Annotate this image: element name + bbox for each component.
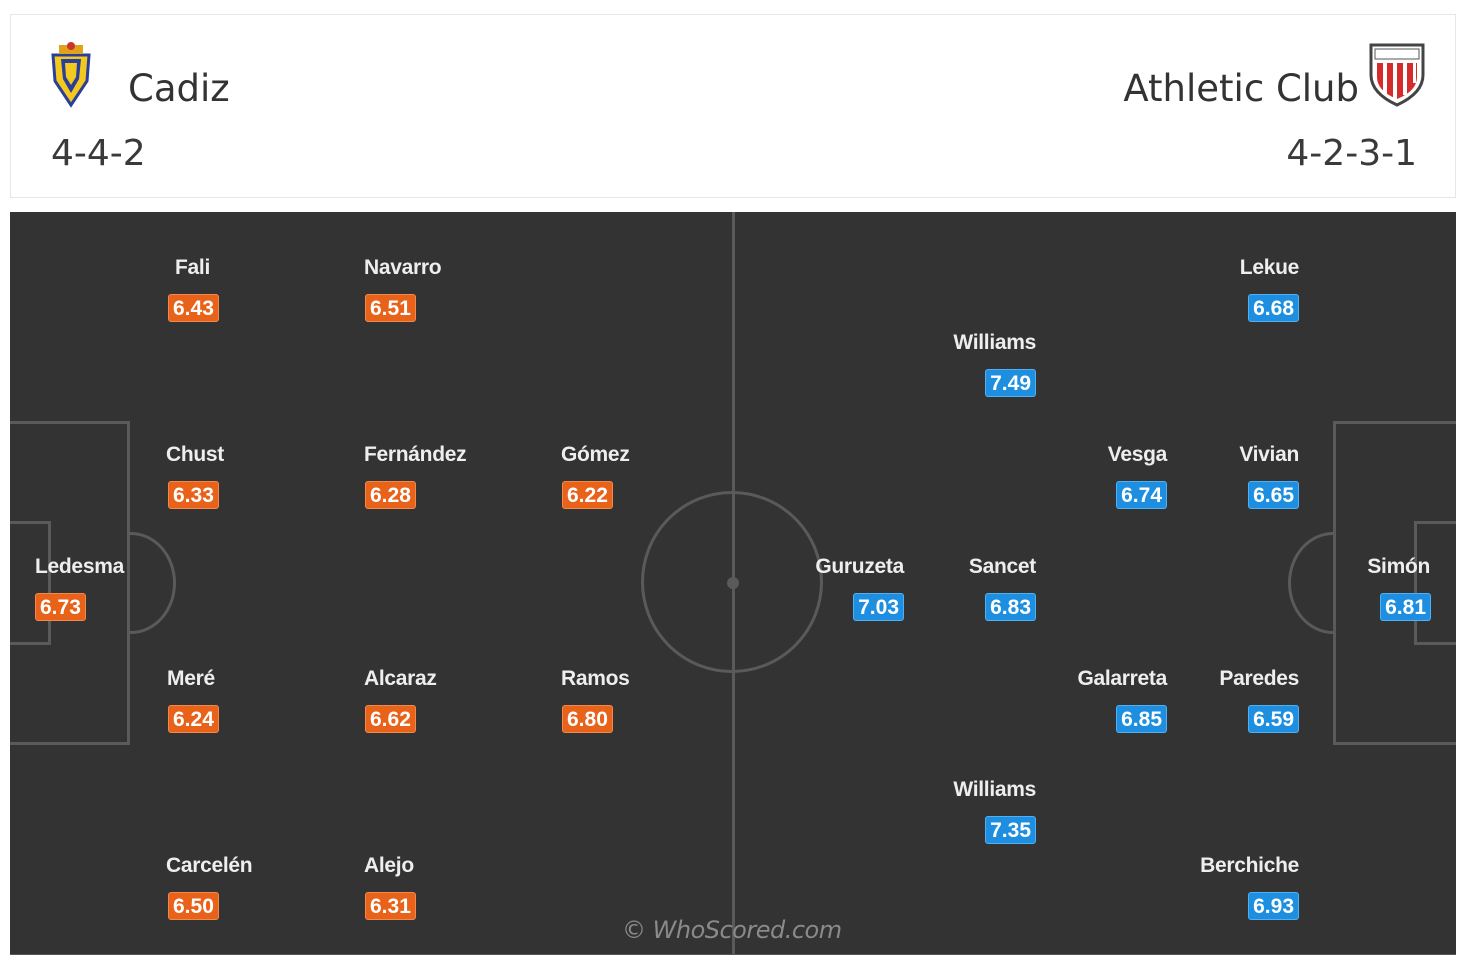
player-name: Ledesma <box>35 555 124 578</box>
athletic-club-crest-icon[interactable] <box>1367 41 1427 107</box>
player-card[interactable]: Chust <box>166 443 224 467</box>
player-name: Vivian <box>1239 443 1299 466</box>
right-goal-area <box>1414 521 1456 645</box>
player-name: Alejo <box>364 854 414 877</box>
player-rating-badge: 6.73 <box>35 593 86 621</box>
cadiz-crest-icon[interactable] <box>47 41 95 109</box>
player-rating-badge: 6.83 <box>985 593 1036 621</box>
player-rating-badge: 6.85 <box>1116 705 1167 733</box>
player-name: Vesga <box>1107 443 1168 466</box>
player-rating-badge: 7.35 <box>985 816 1036 844</box>
center-circle <box>641 491 823 673</box>
player-card[interactable]: Carcelén <box>166 854 253 878</box>
whoscored-watermark: © WhoScored.com <box>622 916 842 944</box>
player-card[interactable]: Ramos <box>561 667 630 691</box>
player-rating-badge: 6.51 <box>365 294 416 322</box>
player-card[interactable]: Vesga <box>1107 443 1168 467</box>
left-goal-area <box>10 521 51 645</box>
player-rating-badge: 6.68 <box>1248 294 1299 322</box>
player-card[interactable]: Alcaraz <box>364 667 437 691</box>
center-spot <box>727 577 739 589</box>
player-card[interactable]: Navarro <box>364 256 442 280</box>
player-name: Paredes <box>1219 667 1299 690</box>
player-rating-badge: 7.03 <box>853 593 904 621</box>
player-name: Ramos <box>561 667 630 690</box>
player-rating-badge: 7.49 <box>985 369 1036 397</box>
player-name: Navarro <box>364 256 442 279</box>
player-rating-badge: 6.22 <box>562 481 613 509</box>
player-rating-badge: 6.62 <box>365 705 416 733</box>
player-rating-badge: 6.33 <box>168 481 219 509</box>
player-card[interactable]: Lekue <box>1239 256 1300 280</box>
player-name: Alcaraz <box>364 667 437 690</box>
player-name: Berchiche <box>1200 854 1299 877</box>
player-card[interactable]: Berchiche <box>1200 854 1299 878</box>
player-rating-badge: 6.59 <box>1248 705 1299 733</box>
player-name: Williams <box>953 778 1036 801</box>
player-card[interactable]: Gómez <box>561 443 630 467</box>
player-card[interactable]: Fali <box>175 256 210 280</box>
player-name: Fali <box>175 256 210 279</box>
player-name: Carcelén <box>166 854 253 877</box>
player-rating-badge: 6.93 <box>1248 892 1299 920</box>
player-rating-badge: 6.43 <box>168 294 219 322</box>
player-card[interactable]: Fernández <box>364 443 467 467</box>
player-name: Meré <box>167 667 215 690</box>
player-rating-badge: 6.81 <box>1380 593 1431 621</box>
away-formation: 4-2-3-1 <box>1286 133 1417 174</box>
player-name: Fernández <box>364 443 467 466</box>
player-card[interactable]: Galarreta <box>1077 667 1167 691</box>
player-name: Simón <box>1367 555 1430 578</box>
match-header: Cadiz 4-4-2 Athletic Club 4-2-3-1 <box>10 14 1456 198</box>
player-name: Galarreta <box>1077 667 1167 690</box>
player-name: Lekue <box>1239 256 1300 279</box>
away-team-name[interactable]: Athletic Club <box>1123 67 1359 110</box>
player-rating-badge: 6.80 <box>562 705 613 733</box>
player-card[interactable]: Paredes <box>1219 667 1299 691</box>
player-rating-badge: 6.65 <box>1248 481 1299 509</box>
player-card[interactable]: Meré <box>167 667 215 691</box>
player-name: Guruzeta <box>815 555 904 578</box>
player-name: Williams <box>953 331 1036 354</box>
player-name: Gómez <box>561 443 630 466</box>
left-penalty-area <box>10 421 130 745</box>
player-rating-badge: 6.74 <box>1116 481 1167 509</box>
player-card[interactable]: Guruzeta <box>815 555 904 579</box>
pitch <box>10 212 1456 955</box>
home-team-name[interactable]: Cadiz <box>128 67 230 110</box>
player-card[interactable]: Vivian <box>1239 443 1299 467</box>
player-card[interactable]: Williams <box>953 778 1036 802</box>
player-rating-badge: 6.28 <box>365 481 416 509</box>
player-card[interactable]: Alejo <box>364 854 414 878</box>
player-card[interactable]: Simón <box>1367 555 1430 579</box>
player-rating-badge: 6.50 <box>168 892 219 920</box>
player-card[interactable]: Ledesma <box>35 555 124 579</box>
player-rating-badge: 6.24 <box>168 705 219 733</box>
player-card[interactable]: Williams <box>953 331 1036 355</box>
page-bottom-strip <box>10 955 1456 963</box>
player-rating-badge: 6.31 <box>365 892 416 920</box>
player-card[interactable]: Sancet <box>969 555 1036 579</box>
home-formation: 4-4-2 <box>51 133 146 174</box>
player-name: Chust <box>166 443 224 466</box>
player-name: Sancet <box>968 555 1036 578</box>
